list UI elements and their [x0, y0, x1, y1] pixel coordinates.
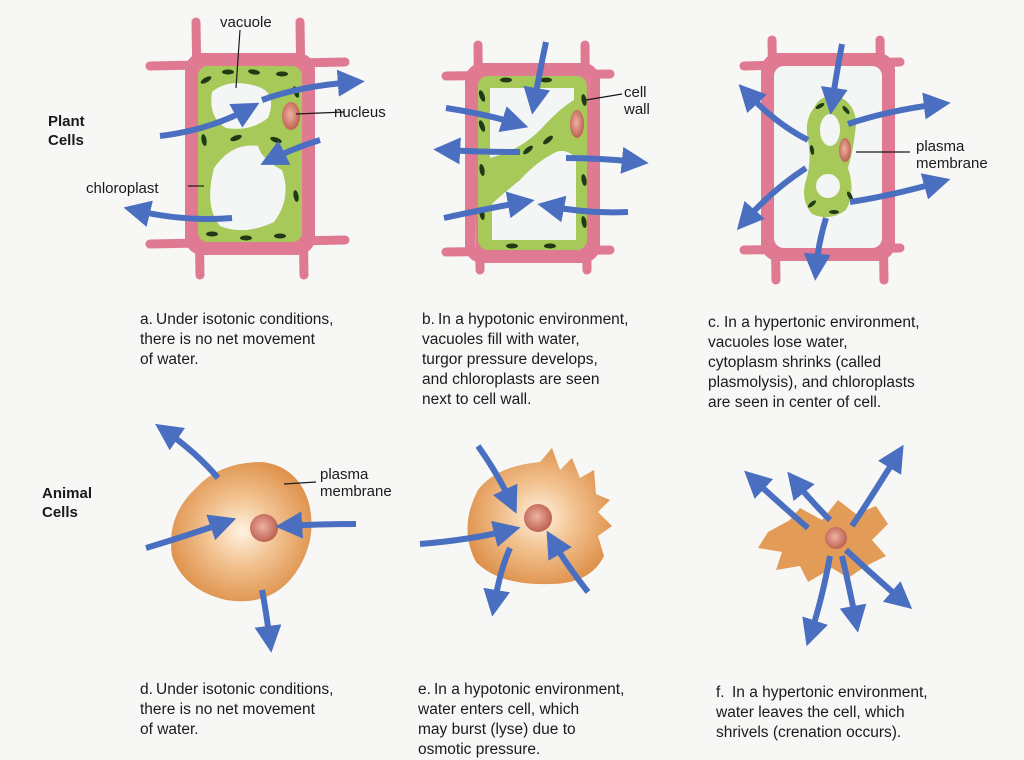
caption-e: e.In a hypotonic environment, water ente… [418, 660, 624, 760]
vacuole [490, 88, 574, 158]
caption-a-text: Under isotonic conditions, there is no n… [140, 311, 334, 368]
nucleus [524, 504, 552, 532]
plant-cell-b [433, 40, 649, 275]
caption-d-text: Under isotonic conditions, there is no n… [140, 681, 334, 738]
water-arrows [145, 423, 357, 653]
chloroplasts [478, 77, 587, 249]
caption-e-text: In a hypotonic environment, water enters… [418, 681, 625, 758]
label-plasma-membrane-animal: plasma membrane [320, 466, 392, 500]
plant-cell-c [736, 35, 951, 285]
caption-b-text: In a hypotonic environment, vacuoles fil… [422, 311, 629, 408]
vacuole [820, 114, 840, 146]
chloroplasts [200, 69, 300, 241]
nucleus [839, 138, 851, 162]
label-vacuole: vacuole [220, 14, 272, 31]
water-arrows [123, 69, 365, 227]
caption-f-text: In a hypertonic environment, water leave… [716, 684, 928, 741]
caption-c-letter: c. [708, 314, 721, 331]
cell-wall-outline [185, 53, 315, 255]
row-label-plant: Plant Cells [48, 113, 85, 149]
cell-wall-outline [465, 63, 600, 263]
row-label-animal: Animal Cells [42, 485, 93, 521]
caption-d-letter: d. [140, 681, 153, 698]
cell-body [171, 462, 312, 602]
animal-cell-e [419, 444, 612, 617]
animal-cell-d [145, 423, 357, 653]
vacuole [816, 174, 840, 198]
osmosis-diagram [123, 17, 951, 653]
leader-lines [188, 29, 910, 485]
water-arrows [744, 444, 913, 647]
water-arrows [419, 444, 591, 617]
caption-d: d.Under isotonic conditions, there is no… [140, 660, 334, 740]
caption-f-letter: f. [716, 684, 725, 701]
caption-b: b.In a hypotonic environment, vacuoles f… [422, 290, 628, 410]
animal-cell-f [744, 444, 913, 647]
vacuole [210, 145, 286, 231]
caption-c-text: In a hypertonic environment, vacuoles lo… [708, 314, 920, 411]
caption-c: c.In a hypertonic environment, vacuoles … [708, 293, 920, 413]
water-arrows [736, 43, 951, 281]
label-chloroplast: chloroplast [86, 180, 159, 197]
nucleus [250, 514, 278, 542]
label-nucleus: nucleus [334, 104, 386, 121]
caption-a: a.Under isotonic conditions, there is no… [140, 290, 334, 370]
nucleus [282, 102, 300, 130]
nucleus [825, 527, 847, 549]
water-arrows [433, 41, 649, 223]
nucleus [570, 110, 584, 138]
label-cell-wall: cell wall [624, 84, 650, 118]
plant-cell-a [123, 17, 365, 280]
label-plasma-membrane-plant: plasma membrane [916, 138, 988, 172]
caption-b-letter: b. [422, 311, 435, 328]
caption-e-letter: e. [418, 681, 431, 698]
caption-f: f.In a hypertonic environment, water lea… [716, 663, 928, 743]
caption-a-letter: a. [140, 311, 153, 328]
